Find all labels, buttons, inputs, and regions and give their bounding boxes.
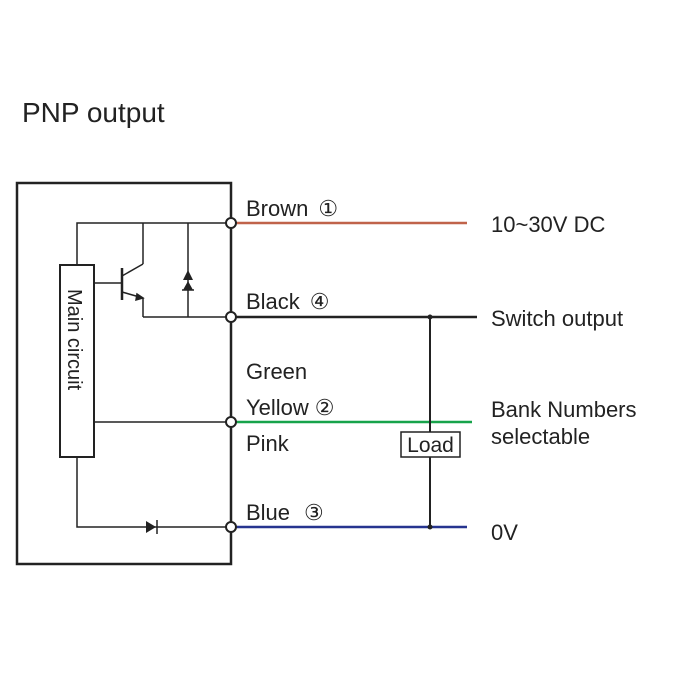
signal-label-switch-output: Switch output: [491, 306, 623, 331]
internal-wiring: [76, 222, 226, 528]
wire-alt-label-green: Green: [246, 359, 307, 384]
diode-icon: [182, 270, 194, 291]
terminal-yellow: [225, 416, 237, 428]
signal-label-ground: 0V: [491, 520, 518, 545]
wire-alt-label-pink: Pink: [246, 431, 290, 456]
terminals: [225, 217, 237, 533]
load-label: Load: [407, 434, 454, 457]
load-box: [400, 431, 461, 458]
load-junction-bottom: [427, 524, 433, 530]
signal-label-supply: 10~30V DC: [491, 212, 605, 237]
main-circuit-label: Main circuit: [63, 289, 85, 391]
diagram-title: PNP output: [22, 97, 165, 128]
sensor-housing: [15, 181, 233, 566]
signal-label-bank-line1: Bank Numbers: [491, 397, 637, 422]
reverse-diode-icon: [146, 520, 158, 534]
terminal-brown: [225, 217, 237, 229]
terminal-blue: [225, 521, 237, 533]
load-junction-top: [427, 314, 433, 320]
main-circuit-block: [59, 264, 95, 458]
signal-label-bank-line2: selectable: [491, 424, 590, 449]
terminal-black: [225, 311, 237, 323]
transistor-icon: [120, 263, 145, 302]
